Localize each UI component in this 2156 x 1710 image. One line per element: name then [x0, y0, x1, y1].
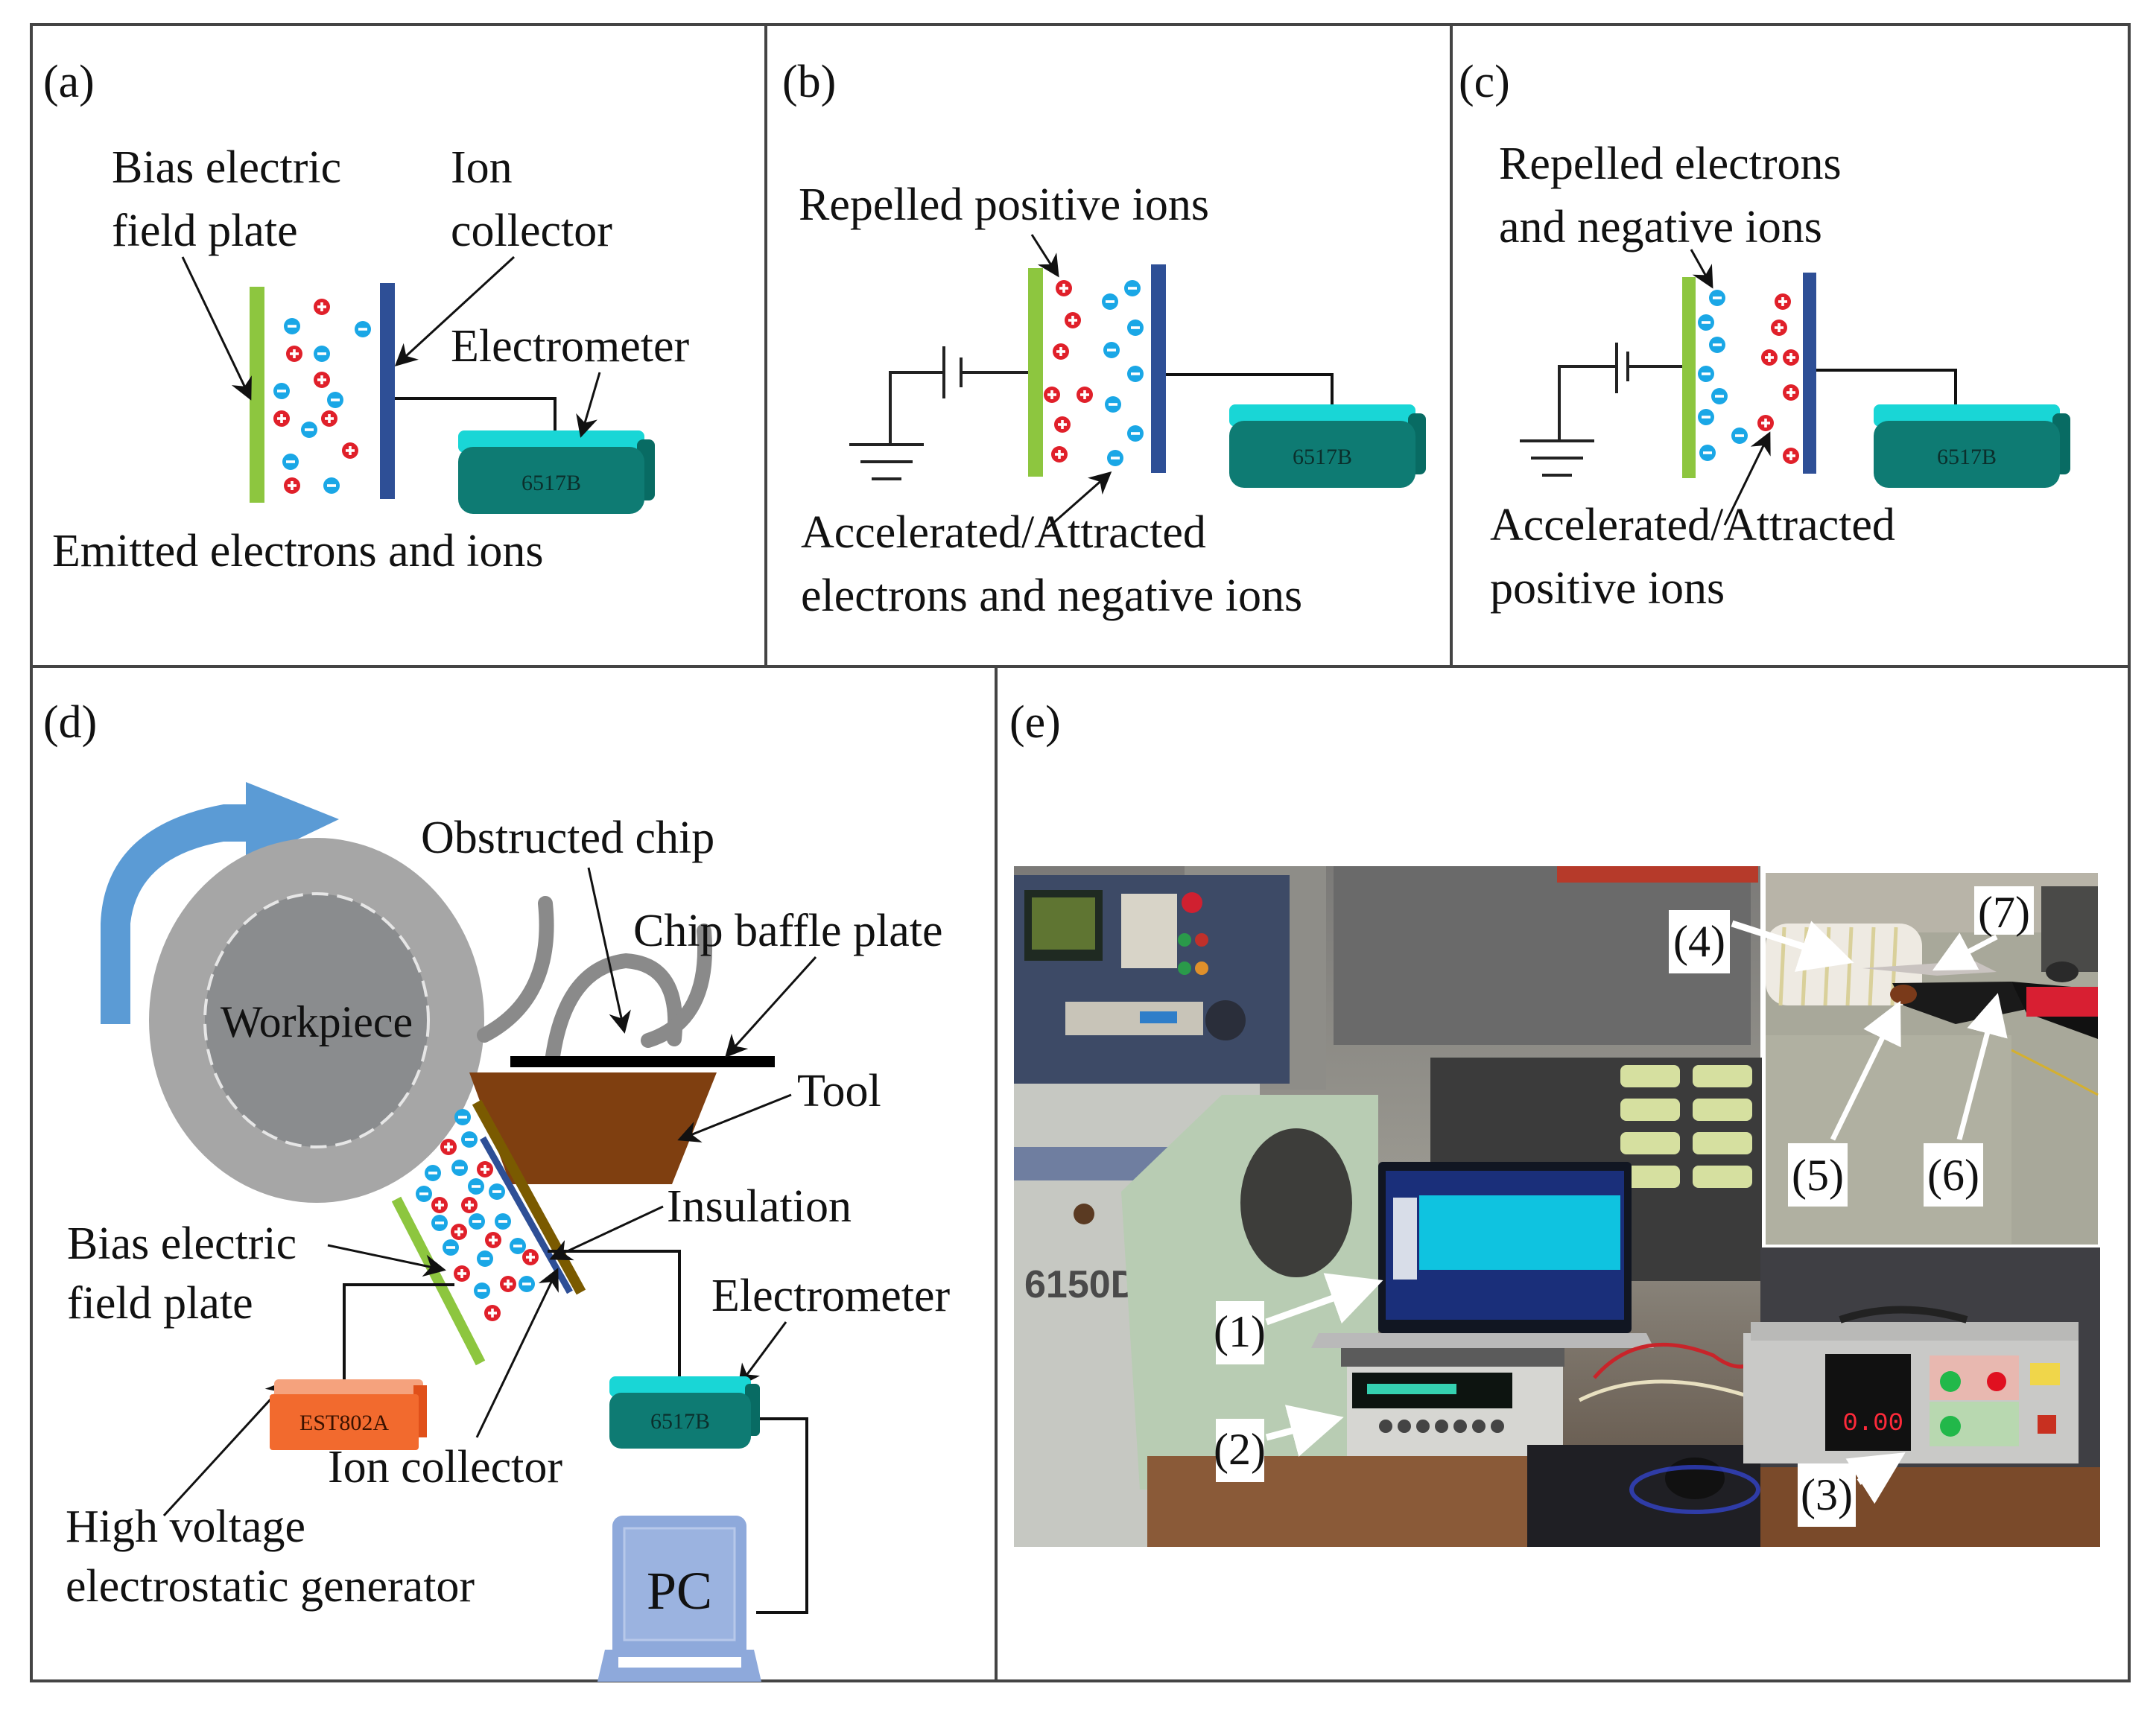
callout-6: (6) — [1924, 993, 2008, 1207]
ion-collector-plate — [380, 283, 395, 499]
panel-frame — [30, 23, 2131, 1682]
panel-e: (e) 6150D — [1009, 697, 2100, 1547]
callout-1-label: (1) — [1214, 1307, 1266, 1356]
label-emitted-caption: Emitted electrons and ions — [52, 526, 543, 576]
electrometer-model: 6517B — [1293, 445, 1352, 469]
callout-7: (7) — [1932, 886, 2034, 971]
label-ion-collector-line2: collector — [451, 206, 612, 256]
panel-d-tag: (d) — [43, 697, 97, 748]
arrow-repelled — [1690, 249, 1713, 289]
label-workpiece: Workpiece — [221, 997, 413, 1046]
wire-collector-to-meter — [395, 397, 557, 439]
panel-d: (d) Workpiece — [43, 697, 950, 1682]
workpiece-inner — [203, 892, 430, 1148]
ions-c — [1698, 290, 1799, 464]
pc-label: PC — [647, 1561, 712, 1621]
electrometer-device-c: 6517B — [1874, 404, 2070, 488]
callout-6-label: (6) — [1927, 1151, 1979, 1200]
chip-baffle-plate — [510, 1056, 775, 1067]
tool — [469, 1072, 717, 1184]
callout-4-label: (4) — [1673, 917, 1725, 966]
experimental-setup-photo: 6150D — [1014, 866, 1766, 1547]
leader-arrows-d — [162, 867, 817, 1517]
callout-3-label: (3) — [1801, 1470, 1853, 1519]
electrometer-model: 6517B — [650, 1409, 710, 1434]
electrometer-model: 6517B — [1937, 445, 1997, 469]
label-ion-collector: Ion collector — [328, 1442, 562, 1493]
ions-a — [273, 299, 371, 494]
electrometer-device-d: 6517B — [609, 1376, 760, 1449]
panel-e-tag: (e) — [1009, 697, 1061, 748]
arrow-accelerated — [1723, 431, 1771, 526]
callout-4: (4) — [1669, 910, 1854, 973]
panel-b-tag: (b) — [782, 57, 836, 107]
arrow-ion-collector — [394, 255, 516, 367]
callout-2-label: (2) — [1214, 1425, 1266, 1474]
label-bias-plate-line1: Bias electric — [67, 1218, 297, 1269]
label-obstructed-chip: Obstructed chip — [421, 813, 714, 863]
label-tool: Tool — [797, 1066, 881, 1116]
callout-2: (2) — [1214, 1405, 1344, 1482]
hv-generator-photo: 0.00 — [1743, 1247, 2100, 1547]
label-bias-plate-line1: Bias electric — [112, 142, 341, 193]
label-accelerated-line2: electrons and negative ions — [801, 570, 1302, 621]
label-hv-line2: electrostatic generator — [66, 1561, 475, 1612]
bias-electric-field-plate — [1028, 268, 1043, 477]
callout-5-label: (5) — [1792, 1151, 1844, 1200]
callout-1: (1) — [1214, 1273, 1383, 1364]
ion-collector-plate — [1803, 273, 1816, 474]
arrow-bias-plate — [181, 256, 252, 401]
callouts: (1) (2) (3) (4) (7) — [1214, 886, 2034, 1527]
ground-and-battery-b — [849, 346, 1032, 480]
label-electrometer: Electrometer — [451, 321, 689, 372]
electrometer-device-a: 6517B — [458, 430, 655, 514]
label-bias-plate-line2: field plate — [67, 1278, 253, 1329]
label-insulation: Insulation — [667, 1181, 852, 1232]
panel-a: (a) Bias electric field plate Ion collec… — [43, 57, 689, 576]
callout-3: (3) — [1798, 1452, 1906, 1527]
ion-collector-plate — [480, 1136, 573, 1294]
bias-electric-field-plate — [250, 287, 264, 503]
hv-generator-model: EST802A — [299, 1411, 389, 1435]
callout-7-label: (7) — [1978, 888, 2030, 937]
arrow-accelerated — [1046, 471, 1112, 530]
label-accelerated-line2: positive ions — [1490, 563, 1725, 614]
label-repelled-line2: and negative ions — [1499, 202, 1822, 252]
ground-and-battery-c — [1520, 343, 1684, 477]
wire-collector-to-meter — [1166, 373, 1334, 413]
bias-electric-field-plate — [391, 1196, 486, 1366]
ions-b — [1044, 280, 1144, 466]
label-chip-baffle-plate: Chip baffle plate — [633, 906, 943, 956]
pc-icon: PC — [597, 1516, 761, 1682]
hv-generator-device: EST802A — [270, 1379, 427, 1450]
wire-collector-to-meter — [1816, 369, 1957, 410]
electrometer-model: 6517B — [521, 471, 581, 495]
panel-a-tag: (a) — [43, 57, 95, 107]
label-accelerated-line1: Accelerated/Attracted — [1490, 500, 1895, 550]
bias-electric-field-plate — [1682, 277, 1696, 478]
label-repelled-line1: Repelled electrons — [1499, 139, 1842, 189]
panel-b: (b) Repelled positive ions Accelerated/A… — [782, 57, 1426, 621]
label-bias-plate-line2: field plate — [112, 206, 298, 256]
arrow-repelled — [1030, 234, 1059, 278]
hv-display-value: 0.00 — [1842, 1410, 1903, 1438]
label-repelled-positive: Repelled positive ions — [799, 179, 1209, 230]
label-accelerated-line1: Accelerated/Attracted — [801, 507, 1206, 558]
machine-label: 6150D — [1024, 1263, 1138, 1306]
label-electrometer: Electrometer — [711, 1271, 950, 1321]
callout-5: (5) — [1788, 1000, 1901, 1207]
label-hv-line1: High voltage — [66, 1501, 305, 1552]
electrometer-device-b: 6517B — [1229, 404, 1426, 488]
panel-c-tag: (c) — [1459, 57, 1510, 107]
ion-collector-plate — [1151, 264, 1166, 473]
arrow-electrometer — [576, 372, 601, 438]
wires-d — [343, 1250, 808, 1614]
panel-c: (c) Repelled electrons and negative ions… — [1459, 57, 2070, 614]
insulation-layer — [472, 1099, 586, 1295]
obstructed-chip — [477, 896, 712, 1064]
label-ion-collector-line1: Ion — [451, 142, 513, 193]
